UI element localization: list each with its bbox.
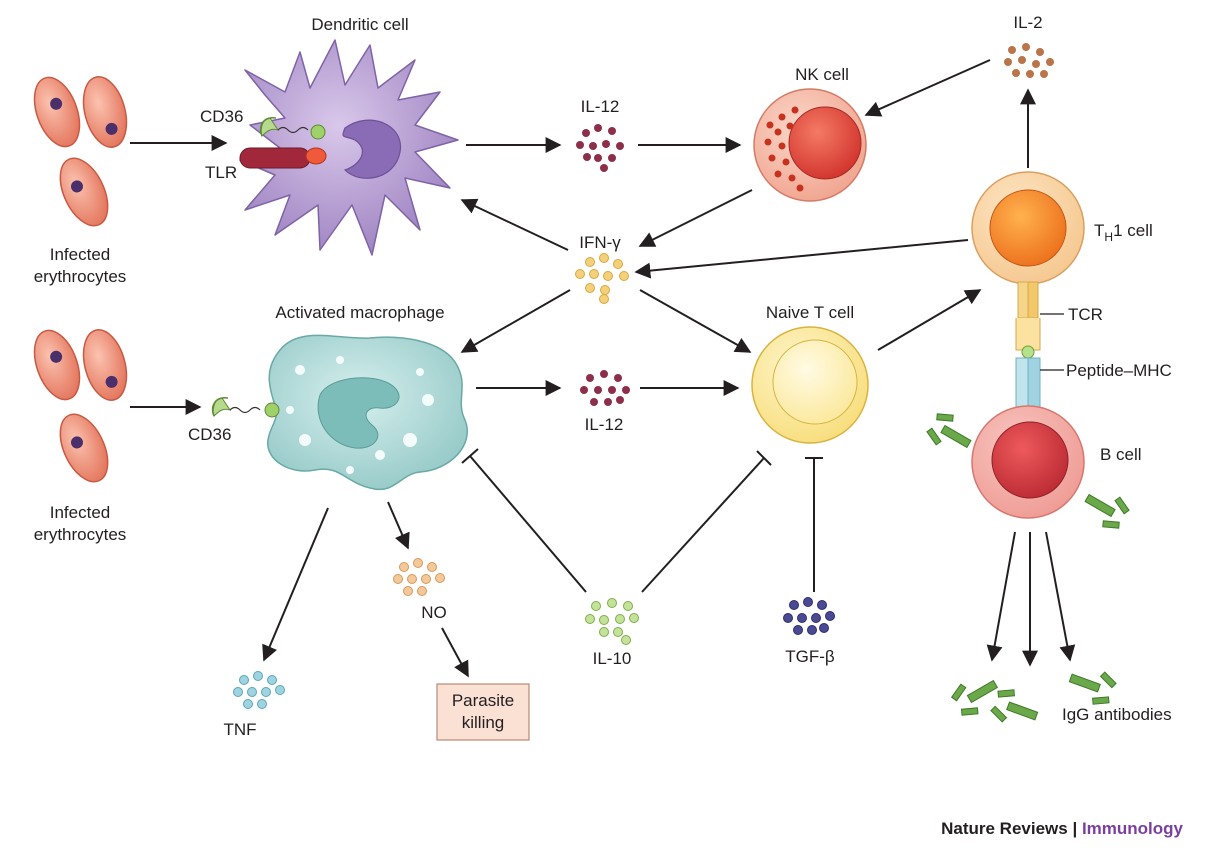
erythrocyte-icon — [82, 76, 128, 148]
erythrocyte-icon — [59, 157, 109, 227]
credit-separator: | — [1068, 819, 1082, 838]
ifn-gamma-label: IFN-γ — [579, 233, 621, 252]
erythrocyte-icon — [59, 413, 109, 483]
inhibit-il10-to-macrophage — [469, 455, 587, 593]
inhibit-il10-to-naive-t-bar — [756, 450, 772, 466]
igg-antibody-icon — [1068, 671, 1117, 705]
infected-erythrocytes-label-line1: Infected — [50, 245, 111, 264]
parasite-killing-label-line2: killing — [462, 713, 505, 732]
th1-t: T — [1094, 221, 1104, 240]
igg-antibody-icon — [950, 679, 999, 716]
arrow-th1-to-ifn — [634, 239, 969, 279]
il12-dots-top — [576, 124, 624, 172]
journal-credit: Nature Reviews | Immunology — [941, 819, 1183, 838]
igg-antibody-icon — [990, 689, 1039, 723]
b-cell-label: B cell — [1100, 445, 1142, 464]
tlr-label: TLR — [205, 163, 237, 182]
arrow-macrophage-to-tnf — [262, 507, 329, 662]
il10-label: IL-10 — [593, 649, 632, 668]
dendritic-cell-label: Dendritic cell — [311, 15, 408, 34]
th1-rest: 1 cell — [1113, 221, 1153, 240]
inhibit-il10-to-macrophage-bar — [461, 448, 479, 464]
tcr-icon — [1015, 281, 1041, 351]
peptide-mhc-icon — [1015, 345, 1041, 409]
naive-t-cell-label: Naive T cell — [766, 303, 854, 322]
arrows — [130, 59, 1076, 678]
il12-label-top: IL-12 — [581, 97, 620, 116]
parasite-killing-box: Parasite killing — [436, 683, 530, 741]
erythrocyte-icon — [82, 329, 128, 401]
cd36-receptor-icon — [259, 117, 326, 140]
tnf-label: TNF — [223, 720, 256, 739]
infected-erythrocytes-bottom-label-line2: erythrocytes — [34, 525, 127, 544]
arrow-nk-to-ifn — [638, 189, 753, 247]
surface-antibody-icon — [926, 413, 972, 449]
naive-t-cell-icon — [751, 326, 869, 444]
il2-label: IL-2 — [1013, 13, 1042, 32]
tgf-beta-dots — [783, 597, 835, 635]
ifn-gamma-dots — [575, 253, 629, 304]
peptide-mhc-label: Peptide–MHC — [1066, 361, 1172, 380]
tlr-receptor-icon — [239, 147, 327, 169]
arrow-il2-to-nk — [864, 59, 991, 117]
th1-cell-icon — [971, 171, 1085, 285]
b-cell-icon — [971, 405, 1085, 519]
arrow-bcell-to-igg-3 — [1045, 531, 1076, 662]
journal-section: Immunology — [1082, 819, 1184, 838]
activated-macrophage-label: Activated macrophage — [275, 303, 444, 322]
infected-erythrocytes-bottom — [33, 329, 128, 483]
arrow-ifn-to-dc — [460, 198, 569, 251]
tgf-beta-label: TGF-β — [785, 647, 835, 666]
dendritic-cell-icon — [239, 39, 459, 256]
inhibit-il10-to-naive-t — [641, 457, 765, 593]
il12-dots-bottom — [580, 370, 630, 406]
il2-dots — [1004, 43, 1054, 78]
tnf-dots — [233, 671, 285, 709]
igg-antibodies-label: IgG antibodies — [1062, 705, 1172, 724]
cd36-receptor-icon — [211, 397, 280, 418]
parasite-killing-label-line1: Parasite — [452, 691, 514, 710]
inhibition-lines — [461, 448, 823, 593]
th1-cell-label: TH1 cell — [1094, 221, 1153, 244]
surface-antibody-icon — [1084, 493, 1130, 529]
erythrocyte-icon — [33, 76, 81, 148]
il12-label-bottom: IL-12 — [585, 415, 624, 434]
nk-cell-label: NK cell — [795, 65, 849, 84]
infected-erythrocytes-label-line2: erythrocytes — [34, 267, 127, 286]
journal-name: Nature Reviews — [941, 819, 1068, 838]
infected-erythrocytes-top — [33, 76, 128, 227]
th1-h-subscript: H — [1104, 230, 1113, 244]
cd36-label-bottom: CD36 — [188, 425, 231, 444]
nk-cell-icon — [753, 88, 867, 202]
arrow-bcell-to-igg-1 — [986, 531, 1016, 662]
erythrocyte-icon — [33, 329, 81, 401]
no-label: NO — [421, 603, 447, 622]
arrow-no-to-parasite-killing — [441, 627, 469, 678]
il10-dots — [585, 598, 639, 645]
no-dots — [393, 558, 445, 596]
arrow-ifn-to-macrophage — [460, 289, 571, 353]
tcr-label: TCR — [1068, 305, 1103, 324]
cd36-label-top: CD36 — [200, 107, 243, 126]
arrow-naive-t-to-th1 — [877, 289, 982, 351]
infected-erythrocytes-bottom-label-line1: Infected — [50, 503, 111, 522]
arrow-macrophage-to-no — [387, 501, 410, 550]
arrow-ifn-to-naive-t — [639, 289, 752, 353]
macrophage-icon — [267, 334, 468, 491]
